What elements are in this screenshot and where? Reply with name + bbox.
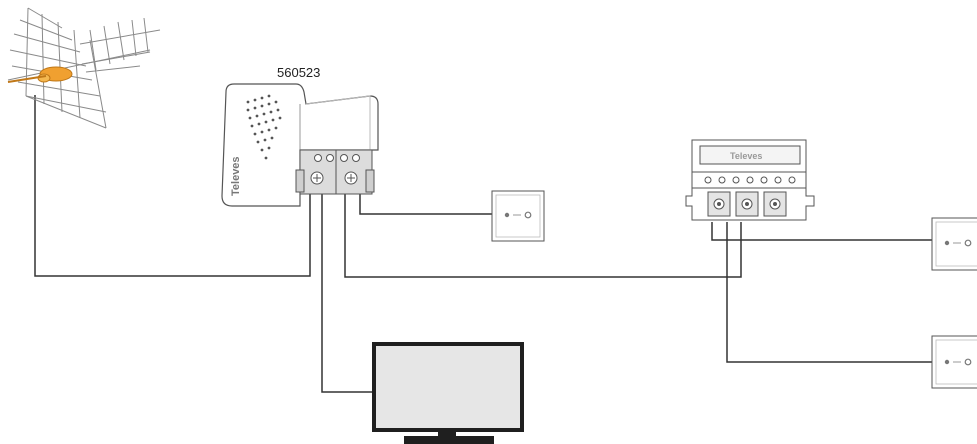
television-icon: [372, 342, 524, 444]
cable-amplifier-to-outlet-1: [359, 190, 492, 215]
cables: [34, 95, 932, 393]
amplifier-icon: 560523 Televes: [221, 65, 379, 207]
amplifier-connectors: [295, 149, 375, 195]
splitter-ports: [707, 191, 787, 217]
splitter-icon: Televes: [685, 139, 815, 221]
tv-socket-icon: [931, 217, 977, 271]
amplifier-model-number: 560523: [277, 65, 320, 80]
uhf-antenna-icon: [7, 7, 161, 129]
cable-splitter-to-outlet-2: [711, 222, 932, 241]
amplifier-brand-text: Televes: [230, 156, 242, 196]
tv-socket-icon: [491, 190, 545, 242]
splitter-screws: [704, 176, 796, 184]
cable-splitter-to-outlet-3: [726, 222, 932, 363]
tv-socket-icon: [931, 335, 977, 389]
cable-amplifier-to-splitter: [344, 190, 742, 278]
cable-amplifier-to-tv: [321, 190, 375, 393]
cable-antenna-to-amplifier: [34, 95, 311, 277]
splitter-brand-text: Televes: [730, 151, 762, 161]
amplifier-vents: [246, 94, 282, 160]
